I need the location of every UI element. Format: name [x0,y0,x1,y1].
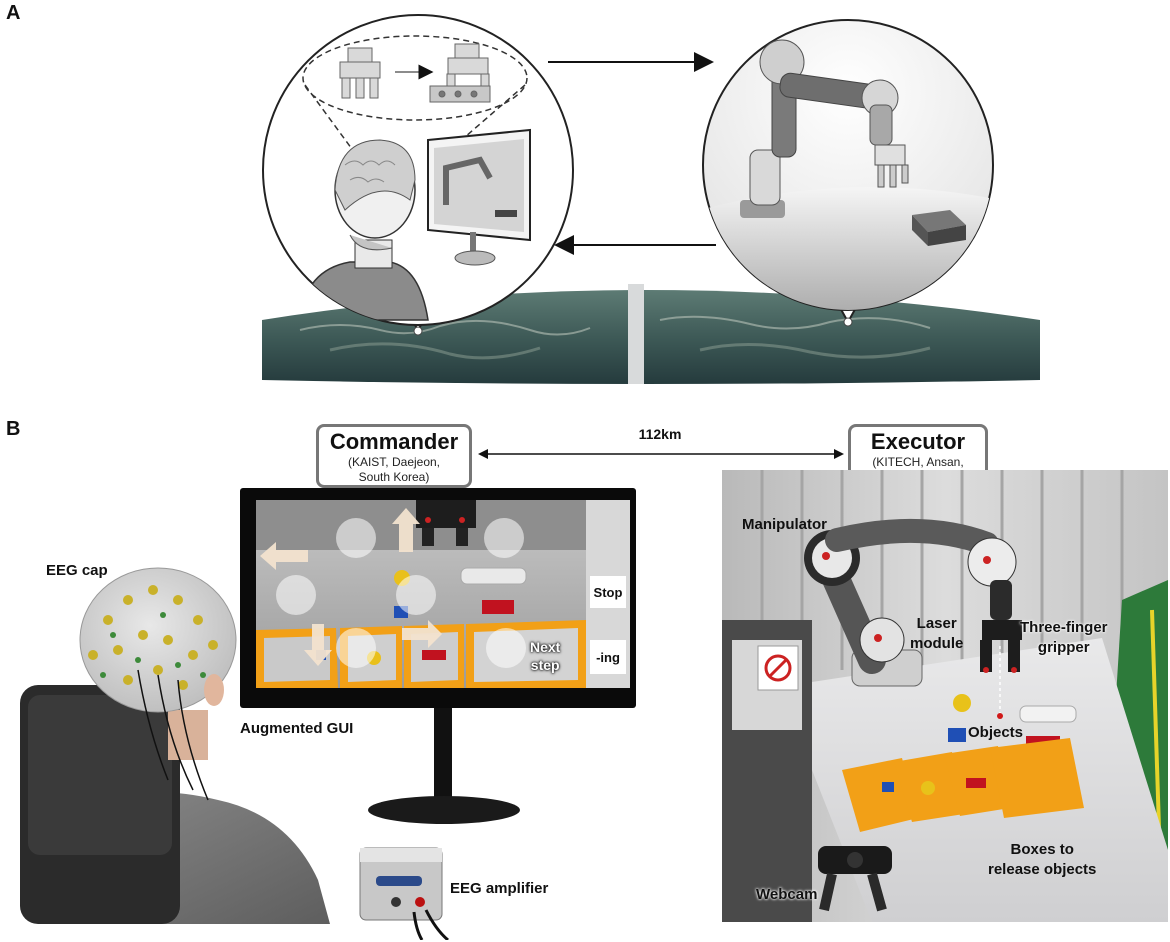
executor-photo [722,470,1168,922]
block-illustration [912,210,966,246]
laser-module-label: Laser module [910,615,964,652]
augmented-gui-screen [256,500,586,688]
webcam-device [818,846,892,912]
panel-a-illustration [262,14,1040,384]
webcam-label: Webcam [756,886,818,903]
release-boxes [842,738,1084,832]
manipulator-arm [804,518,1022,719]
eeg-amplifier-label: EEG amplifier [450,880,549,897]
manipulator-label: Manipulator [742,516,827,533]
ing-button[interactable]: -ing [590,640,626,674]
commander-subtitle: (KAIST, Daejeon, South Korea) [347,455,441,484]
panel-a-letter: A [6,2,21,24]
distance-label: 112km [638,426,682,442]
gripper-icon [339,47,381,99]
robot-arm-illustration [740,39,909,218]
commander-bubble [262,14,574,336]
monitor-stand-neck [434,708,452,800]
next-step-label: Next step [530,639,561,673]
distance-arrow [478,449,844,459]
boxes-label: Boxes to release objects [988,841,1097,878]
stop-button[interactable]: Stop [590,576,626,608]
eeg-cap-label: EEG cap [46,562,108,579]
three-finger-gripper-label: Three-finger gripper [1020,619,1108,656]
commander-title: Commander [329,429,459,454]
monitor-stand-base [368,796,520,824]
objects-label: Objects [968,724,1024,741]
gripper-holding-block-icon [429,43,491,103]
augmented-gui-label: Augmented GUI [240,720,354,737]
operator-photo [20,567,330,924]
executor-title: Executor [870,429,966,454]
panel-b-letter: B [6,418,21,440]
monitor-illustration [427,128,531,266]
eeg-cap [79,567,237,713]
executor-bubble [702,19,994,327]
eeg-amplifier-device [359,847,449,940]
commander-box: Commander (KAIST, Daejeon, South Korea) [316,424,472,488]
